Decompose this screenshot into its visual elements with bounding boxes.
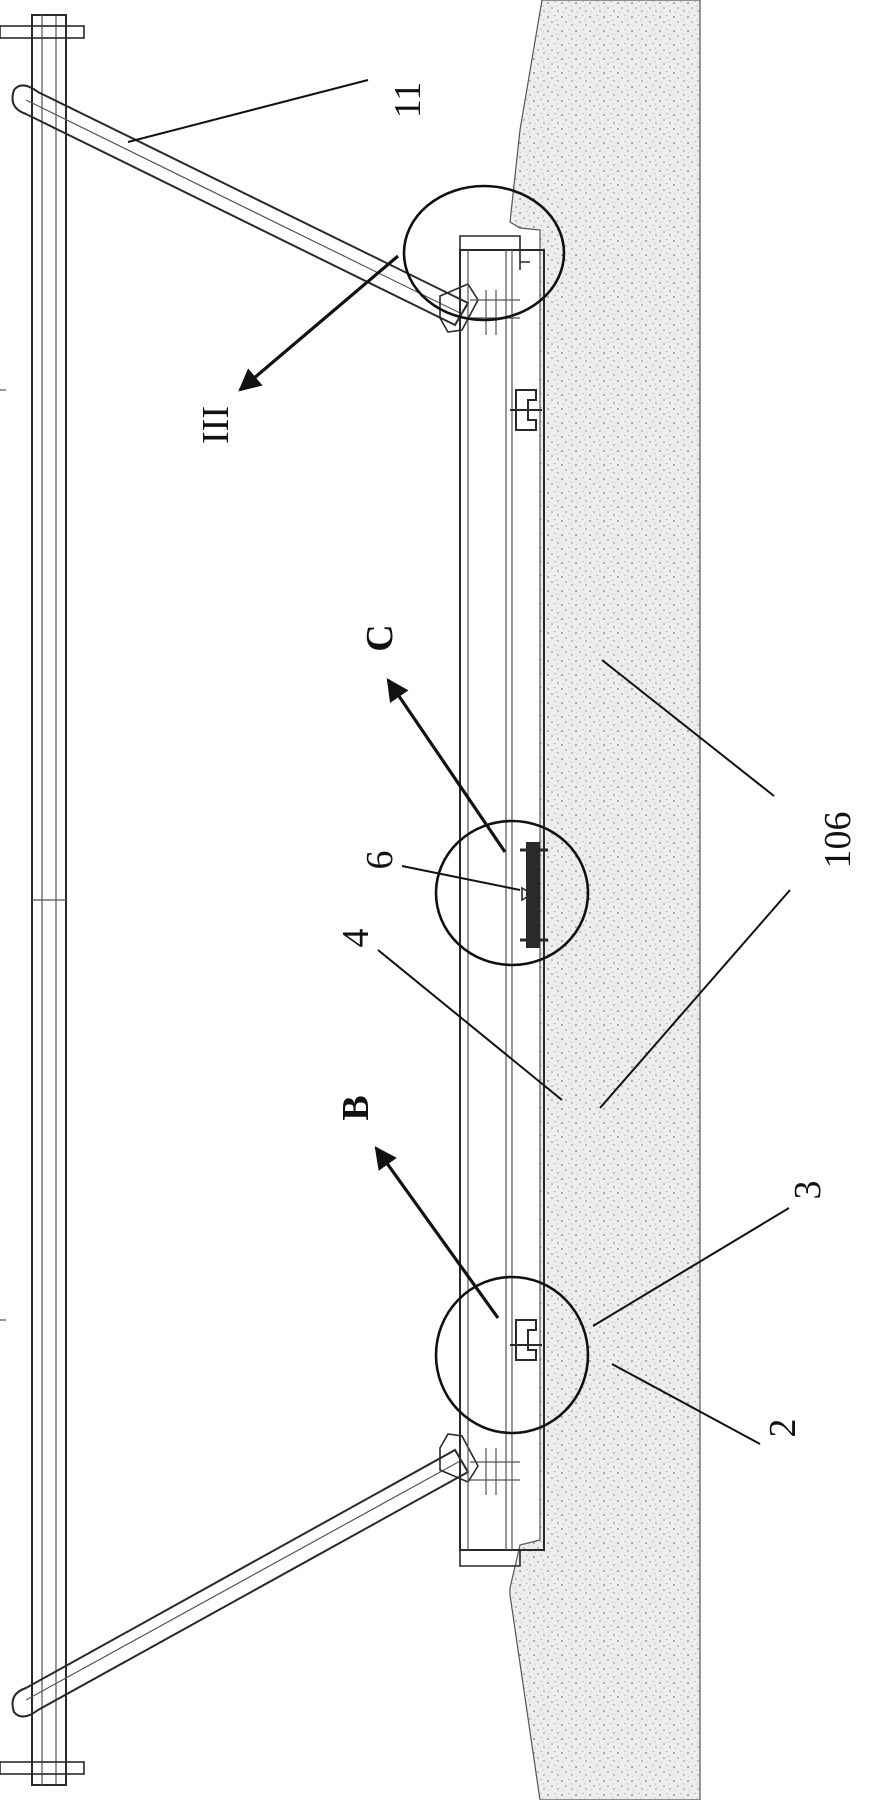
upper-diagonal-brace <box>11 84 479 333</box>
label-106: 106 <box>817 812 859 869</box>
label-4: 4 <box>335 929 377 948</box>
anchor-clamp-top <box>510 250 542 431</box>
label-11: 11 <box>387 82 429 119</box>
leader-3 <box>592 1207 790 1327</box>
leader-4 <box>377 949 563 1101</box>
label-iii: III <box>195 406 237 444</box>
arrow-iii <box>238 254 400 392</box>
leader-11 <box>127 79 369 143</box>
detail-circle-iii <box>402 184 566 322</box>
arrow-b <box>374 1146 500 1319</box>
label-b: B <box>335 1095 377 1120</box>
detail-circle-b <box>434 1275 590 1435</box>
lower-diagonal-brace <box>11 1433 479 1718</box>
label-6: 6 <box>359 851 401 870</box>
leader-106-upper <box>601 659 775 797</box>
detail-circle-c <box>434 819 590 967</box>
label-c: C <box>359 624 401 651</box>
label-2: 2 <box>762 1419 804 1438</box>
ground-soil <box>509 0 701 1800</box>
anchor-clamp-bottom <box>510 1319 542 1361</box>
connector-plate <box>520 842 548 948</box>
foundation-beam <box>459 235 545 1567</box>
leader-106-lower <box>599 889 791 1109</box>
leader-6 <box>401 865 521 891</box>
arrow-c <box>386 678 507 853</box>
top-beam <box>0 14 85 1786</box>
leader-2 <box>611 1363 761 1445</box>
label-3: 3 <box>787 1181 829 1200</box>
